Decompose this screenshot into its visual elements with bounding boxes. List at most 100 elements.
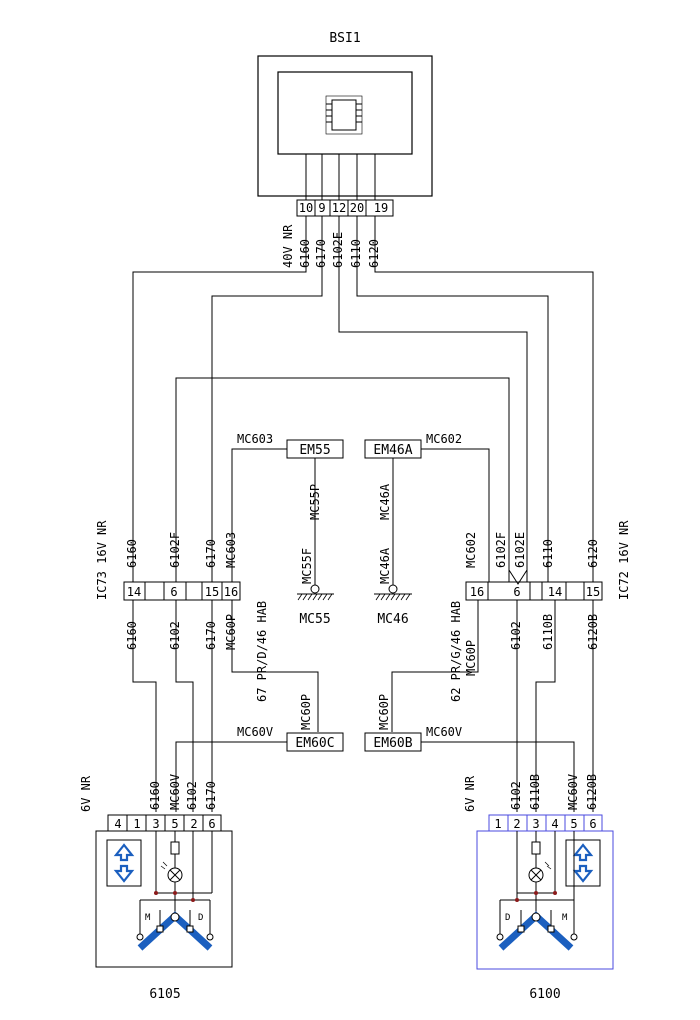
ground-label: MC55 xyxy=(299,612,330,627)
wire-label: MC60P xyxy=(377,694,391,730)
wire-label: MC602 xyxy=(464,532,478,568)
module-pin: 5 xyxy=(570,817,577,831)
bsi-pin: 10 xyxy=(299,201,313,215)
wire-label: 6170 xyxy=(204,621,218,650)
em55-label: EM55 xyxy=(299,443,330,458)
wire-label: MC60V xyxy=(426,725,462,739)
wire-label: 6102 xyxy=(509,781,523,810)
wire-label: 6110B xyxy=(541,614,555,650)
wire-label: 6160 xyxy=(148,781,162,810)
wire-label: MC55F xyxy=(300,548,314,584)
motor-label: M xyxy=(145,913,151,923)
motor-label: M xyxy=(562,913,568,923)
wire-label: 6170 xyxy=(204,781,218,810)
junction-dots xyxy=(154,891,195,902)
bsi-connector: 10 9 12 20 19 xyxy=(296,199,394,217)
ic72-pin: 14 xyxy=(548,585,562,599)
wire-label: 6170 xyxy=(204,539,218,568)
harness-label: 67 PR/D/46 HAB xyxy=(255,601,269,702)
module-pin: 1 xyxy=(133,817,140,831)
wire-label: MC603 xyxy=(224,532,238,568)
ic73-pin: 15 xyxy=(205,585,219,599)
motor-label: D xyxy=(198,913,203,923)
right-module-housing xyxy=(476,830,614,970)
module-name: 6105 xyxy=(149,987,180,1002)
wire-label: 6102 xyxy=(185,781,199,810)
wire-label: 6160 xyxy=(125,539,139,568)
wire-label: MC60V xyxy=(237,725,273,739)
ic73-label: IC73 16V NR xyxy=(95,520,109,600)
wire-label: MC55P xyxy=(308,484,322,520)
module-pin: 2 xyxy=(190,817,197,831)
wire-label: 6102F xyxy=(494,532,508,568)
chip-icon xyxy=(325,95,363,135)
right-module-connector: 1 2 3 4 5 6 xyxy=(488,814,603,832)
wire-label: 6160 xyxy=(298,239,312,268)
em46a-box: EM46A xyxy=(364,439,422,459)
ic73-pin: 14 xyxy=(127,585,141,599)
lower-wiring xyxy=(132,600,594,812)
module-pin: 3 xyxy=(152,817,159,831)
wire-label: 6170 xyxy=(314,239,328,268)
bsi-pin: 20 xyxy=(350,201,364,215)
wire-label: 6160 xyxy=(125,621,139,650)
up-down-switch-icon xyxy=(106,839,142,887)
ground-icon xyxy=(374,584,412,601)
wire-label: MC60P xyxy=(224,614,238,650)
left-module-internal xyxy=(140,831,213,920)
harness-label: 62 PR/G/46 HAB xyxy=(449,601,463,702)
ic73-connector: 14 6 15 16 xyxy=(123,581,241,601)
bsi-title: BSI1 xyxy=(329,31,360,46)
ic72-connector: 16 6 14 15 xyxy=(465,581,603,601)
ic73-pin: 6 xyxy=(170,585,177,599)
motor-label: D xyxy=(505,913,510,923)
module-pin: 1 xyxy=(494,817,501,831)
ic72-pin: 15 xyxy=(586,585,600,599)
wire-label: 6102 xyxy=(509,621,523,650)
wire-label: 6120 xyxy=(367,239,381,268)
wire-label: 6110 xyxy=(349,239,363,268)
module-pin: 6 xyxy=(208,817,215,831)
wire-label: MC60P xyxy=(299,694,313,730)
ic72-pin: 16 xyxy=(470,585,484,599)
lamp-icon xyxy=(160,861,183,883)
em60c-label: EM60C xyxy=(295,736,334,751)
em60c-box: EM60C xyxy=(286,732,344,752)
bsi-board xyxy=(277,71,413,155)
wire-label: 6102 xyxy=(168,621,182,650)
module-connector-label: 6V NR xyxy=(463,775,477,812)
ground-label: MC46 xyxy=(377,612,408,627)
bsi-wiring xyxy=(132,216,594,582)
bsi-pin: 9 xyxy=(318,201,325,215)
mirror-contact-icon xyxy=(496,900,578,951)
left-module-housing xyxy=(95,830,233,968)
junction-dots xyxy=(515,891,557,902)
ic72-pin: 6 xyxy=(513,585,520,599)
module-name: 6100 xyxy=(529,987,560,1002)
wire-label: 6110B xyxy=(528,774,542,810)
module-pin: 3 xyxy=(532,817,539,831)
bsi-housing xyxy=(257,55,433,197)
wire-label: 6120B xyxy=(585,774,599,810)
module-pin: 4 xyxy=(114,817,121,831)
ic72-label: IC72 16V NR xyxy=(617,520,631,600)
wire-label: MC603 xyxy=(237,432,273,446)
wire-label: MC60V xyxy=(168,774,182,810)
ground-icon xyxy=(297,584,334,601)
em60b-label: EM60B xyxy=(373,736,412,751)
bsi-connector-label: 40V NR xyxy=(281,224,295,268)
bsi-pin: 19 xyxy=(374,201,388,215)
module-pin: 2 xyxy=(513,817,520,831)
module-pin: 5 xyxy=(171,817,178,831)
em55-box: EM55 xyxy=(286,439,344,459)
wire-label: 6102E xyxy=(513,532,527,568)
wire-label: 6102F xyxy=(168,532,182,568)
wire-label: 6110 xyxy=(541,539,555,568)
wire-label: MC602 xyxy=(426,432,462,446)
em46a-label: EM46A xyxy=(373,443,412,458)
wire-label: MC46A xyxy=(378,483,392,520)
bsi-leads xyxy=(305,154,376,200)
wire-label: MC60P xyxy=(464,640,478,676)
module-pin: 6 xyxy=(589,817,596,831)
